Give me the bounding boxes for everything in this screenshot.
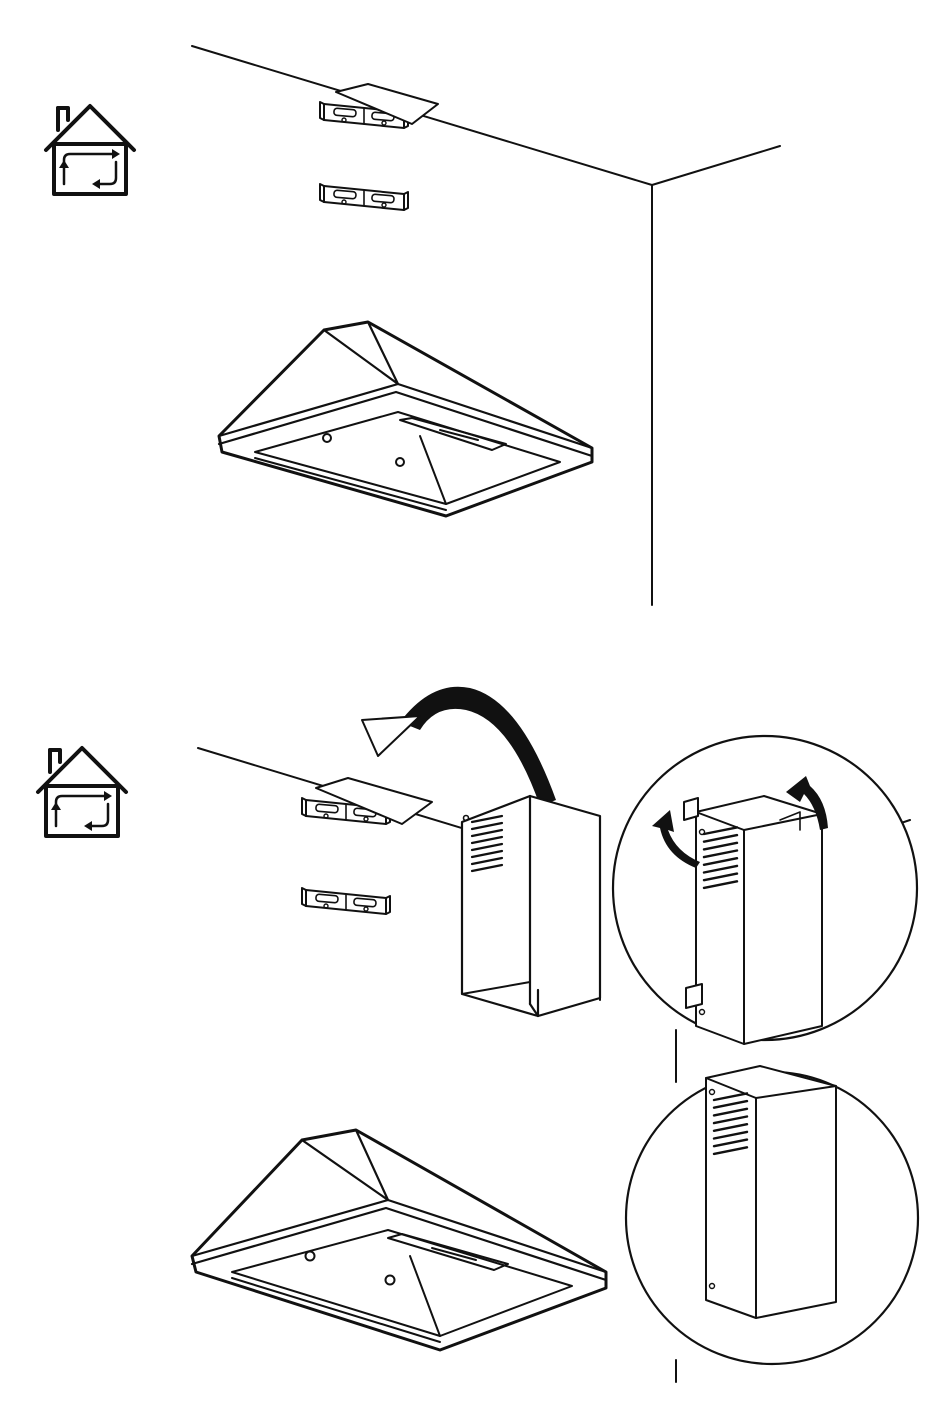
- recirculation-house-icon: [46, 106, 134, 194]
- chimney-section-assembled: [706, 1066, 836, 1318]
- detail-upper: [613, 736, 917, 1044]
- recirculation-house-icon: [38, 748, 126, 836]
- wall-corner: [192, 46, 780, 605]
- panel-step-2: [38, 687, 918, 1382]
- clip-lower: [686, 984, 702, 1008]
- bracket-lower: [320, 184, 408, 210]
- chimney-section: [696, 796, 822, 1044]
- rotate-arrow: [362, 687, 556, 806]
- panel-step-1: [46, 46, 780, 605]
- range-hood: [219, 322, 592, 516]
- chimney-cover: [462, 796, 600, 1016]
- clip-upper: [684, 798, 698, 820]
- bracket-lower: [302, 888, 390, 914]
- range-hood: [192, 1130, 606, 1350]
- detail-lower: [626, 1066, 918, 1364]
